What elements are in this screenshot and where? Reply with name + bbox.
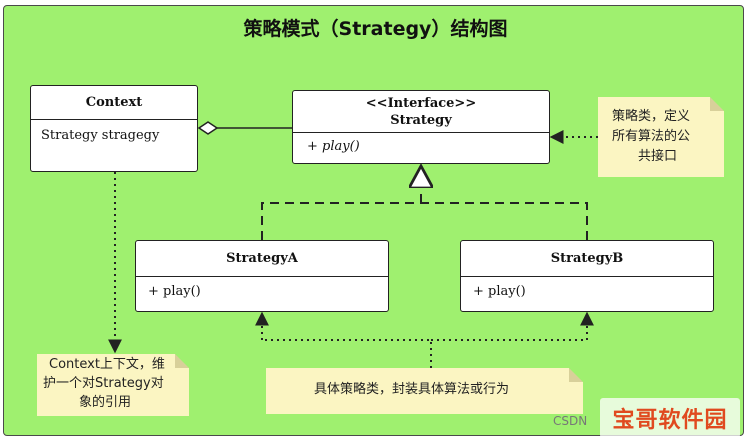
strategy-a-name: StrategyA — [226, 251, 298, 266]
strategy-a-method: + play() — [148, 284, 201, 299]
csdn-watermark: CSDN — [553, 414, 588, 428]
strategy-note-line-3: 共接口 — [638, 149, 678, 164]
site-logo-watermark: 宝哥软件园 — [600, 398, 740, 438]
context-class-header: Context — [31, 86, 197, 120]
context-note-line-3: 象的引用 — [79, 395, 132, 410]
strategy-b-name: StrategyB — [550, 251, 624, 266]
strategy-b-class[interactable]: StrategyB + play() — [460, 240, 714, 312]
strategy-note-line-1: 策略类，定义 — [612, 109, 691, 124]
realization-line-a — [261, 202, 421, 240]
context-note[interactable]: Context上下文，维 护一个对Strategy对 象的引用 — [37, 354, 189, 416]
strategy-stereotype: <<Interface>> — [365, 95, 477, 111]
strategy-interface-body: + play() — [293, 133, 549, 160]
concrete-strategy-note[interactable]: 具体策略类，封装具体算法或行为 — [266, 368, 583, 414]
context-note-line-2: 护一个对Strategy对 — [43, 376, 164, 391]
strategy-a-header: StrategyA — [136, 241, 388, 277]
note-fold-corner — [710, 97, 724, 111]
strategy-note-line-2: 所有算法的公 — [612, 129, 691, 144]
note-fold-corner — [175, 354, 189, 368]
strategy-interface[interactable]: <<Interface>> Strategy + play() — [292, 90, 550, 164]
strategy-b-method: + play() — [473, 284, 526, 299]
context-class-body: Strategy stragegy — [31, 120, 197, 151]
strategy-interface-name: Strategy — [390, 112, 452, 128]
context-attribute: Strategy stragegy — [41, 128, 160, 143]
concrete-note-connector-trunk — [262, 339, 432, 368]
strategy-method: + play() — [307, 139, 360, 154]
strategy-b-header: StrategyB — [461, 241, 713, 277]
realization-line-b — [421, 202, 588, 240]
strategy-b-body: + play() — [461, 277, 713, 306]
strategy-interface-header: <<Interface>> Strategy — [293, 91, 549, 133]
aggregation-diamond — [197, 121, 219, 135]
diagram-title: 策略模式（Strategy）结构图 — [243, 18, 508, 40]
context-class-name: Context — [85, 95, 143, 110]
strategy-a-class[interactable]: StrategyA + play() — [135, 240, 389, 312]
context-class[interactable]: Context Strategy stragegy — [30, 85, 198, 172]
strategy-a-body: + play() — [136, 277, 388, 306]
strategy-note[interactable]: 策略类，定义 所有算法的公 共接口 — [598, 97, 724, 177]
context-note-line-1: Context上下文，维 — [49, 357, 165, 372]
concrete-note-text: 具体策略类，封装具体算法或行为 — [314, 382, 510, 397]
note-fold-corner — [569, 368, 583, 382]
